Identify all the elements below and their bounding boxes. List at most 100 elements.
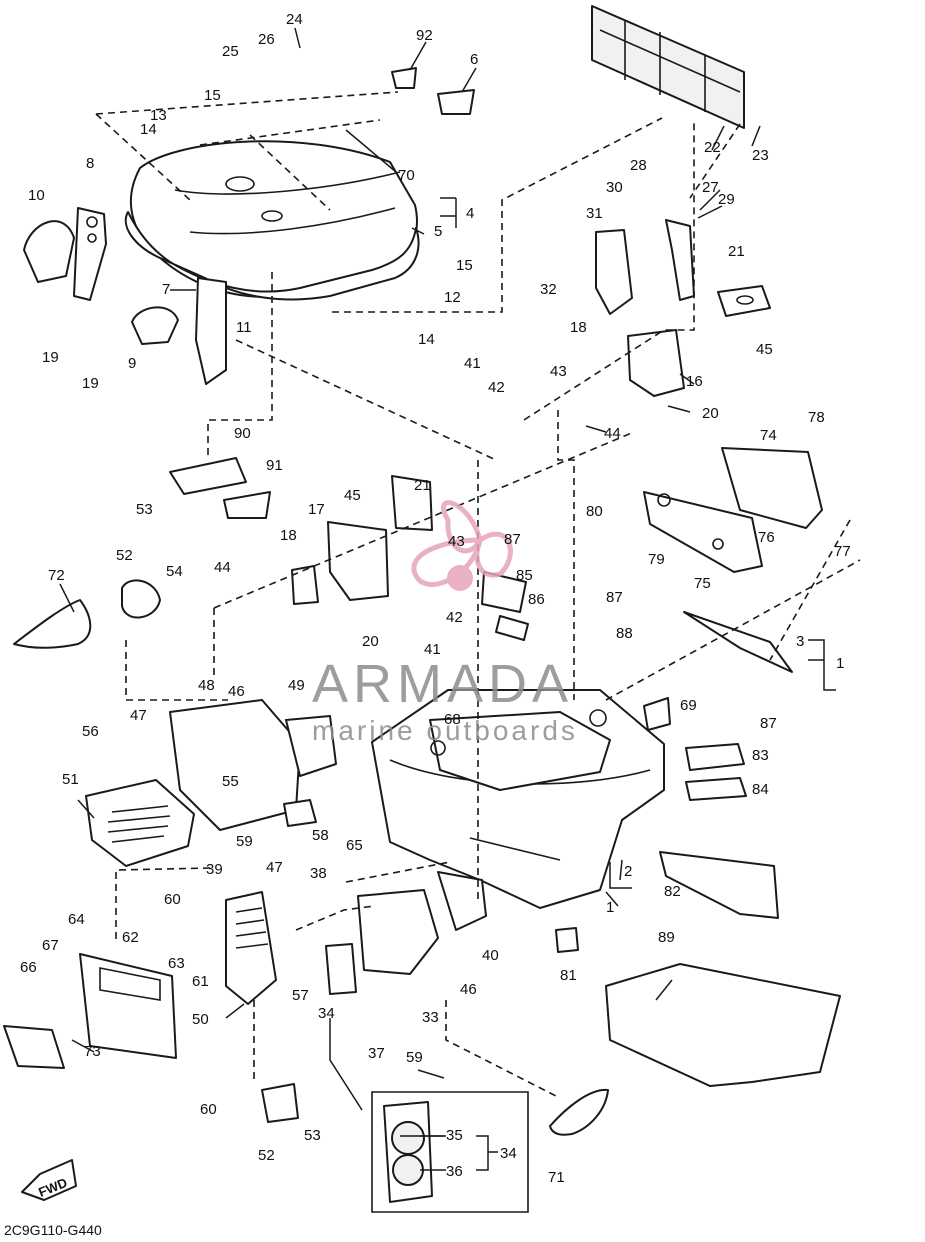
callout-10: 10	[28, 187, 45, 204]
callout-51: 51	[62, 771, 79, 788]
callout-89: 89	[658, 929, 675, 946]
callout-43-1: 43	[448, 533, 465, 550]
callout-55: 55	[222, 773, 239, 790]
callout-42-1: 42	[488, 379, 505, 396]
callout-28: 28	[630, 157, 647, 174]
callout-50: 50	[192, 1011, 209, 1028]
callout-92: 92	[416, 27, 433, 44]
callout-16: 16	[686, 373, 703, 390]
diagram-code: 2C9G110-G440	[4, 1222, 102, 1238]
callout-24: 24	[286, 11, 303, 28]
assembly-guide-lines	[95, 91, 861, 1097]
callout-69: 69	[680, 697, 697, 714]
callout-46-1: 46	[228, 683, 245, 700]
callout-77: 77	[834, 543, 851, 560]
callout-32: 32	[540, 281, 557, 298]
callout-44-1: 44	[214, 559, 231, 576]
callout-27: 27	[702, 179, 719, 196]
callout-45-2: 45	[756, 341, 773, 358]
callout-64: 64	[68, 911, 85, 928]
callout-18-2: 18	[570, 319, 587, 336]
callout-29: 29	[718, 191, 735, 208]
callout-1-2: 1	[606, 899, 614, 916]
callout-68: 68	[444, 711, 461, 728]
callout-90: 90	[234, 425, 251, 442]
callout-6: 6	[470, 51, 478, 68]
side-panel-plate	[3, 953, 177, 1069]
callout-85: 85	[516, 567, 533, 584]
cover-sheets	[169, 67, 841, 1087]
callout-72: 72	[48, 567, 65, 584]
callout-63: 63	[168, 955, 185, 972]
callout-11: 11	[236, 319, 252, 336]
part-callouts: 1123456789101112131414151516171818191920…	[20, 11, 851, 1186]
callout-23: 23	[752, 147, 769, 164]
callout-39: 39	[206, 861, 223, 878]
callout-17: 17	[308, 501, 325, 518]
callout-35: 35	[446, 1127, 463, 1144]
callout-1-1: 1	[836, 655, 844, 672]
cowling-lock-lever	[23, 207, 227, 385]
callout-7: 7	[162, 281, 170, 298]
callout-56: 56	[82, 723, 99, 740]
lock-hook-bracket	[595, 219, 771, 397]
callout-40: 40	[482, 947, 499, 964]
callout-21-1: 21	[414, 477, 431, 494]
callout-34-1: 34	[318, 1005, 335, 1022]
leader-lines	[59, 27, 836, 1137]
callout-37: 37	[368, 1045, 385, 1062]
callout-60-1: 60	[164, 891, 181, 908]
front-mount-bracket	[643, 447, 823, 573]
callout-9: 9	[128, 355, 136, 372]
callout-79: 79	[648, 551, 665, 568]
callout-44-2: 44	[604, 425, 621, 442]
callout-19-1: 19	[42, 349, 59, 366]
callout-42-2: 42	[446, 609, 463, 626]
callout-34-2: 34	[500, 1145, 517, 1162]
inset-detail-grommet	[371, 1091, 529, 1213]
bottom-cowling	[371, 689, 665, 909]
callout-47-1: 47	[130, 707, 147, 724]
small-hardware	[121, 475, 779, 1123]
callout-20-2: 20	[702, 405, 719, 422]
callout-3: 3	[796, 633, 804, 650]
callout-59-2: 59	[406, 1049, 423, 1066]
callout-71: 71	[548, 1169, 565, 1186]
callout-49: 49	[288, 677, 305, 694]
callout-26: 26	[258, 31, 275, 48]
callout-70: 70	[398, 167, 415, 184]
callout-52-1: 52	[116, 547, 133, 564]
callout-74: 74	[760, 427, 777, 444]
armada-logo-mark	[411, 500, 513, 591]
watermark-tagline: marine outboards	[312, 715, 578, 746]
callout-31: 31	[586, 205, 603, 222]
callout-41-1: 41	[464, 355, 481, 372]
rear-protector-panel	[591, 5, 745, 129]
callout-8: 8	[86, 155, 94, 172]
callout-73: 73	[84, 1043, 101, 1060]
callout-52-2: 52	[258, 1147, 275, 1164]
callout-86: 86	[528, 591, 545, 608]
callout-14-1: 14	[140, 121, 157, 138]
forward-direction-arrow: FWD	[21, 1159, 77, 1201]
callout-75: 75	[694, 575, 711, 592]
callout-60-2: 60	[200, 1101, 217, 1118]
top-cowling	[124, 119, 420, 301]
callout-2: 2	[624, 863, 632, 880]
callout-84: 84	[752, 781, 769, 798]
callout-91: 91	[266, 457, 283, 474]
callout-22: 22	[704, 139, 721, 156]
callout-33: 33	[422, 1009, 439, 1026]
callout-43-2: 43	[550, 363, 567, 380]
callout-38: 38	[310, 865, 327, 882]
decals	[13, 599, 793, 1136]
callout-53-1: 53	[136, 501, 153, 518]
callout-14-2: 14	[418, 331, 435, 348]
callout-59-1: 59	[236, 833, 253, 850]
callout-48: 48	[198, 677, 215, 694]
callout-13: 13	[150, 107, 167, 124]
callout-19-2: 19	[82, 375, 99, 392]
callout-30: 30	[606, 179, 623, 196]
